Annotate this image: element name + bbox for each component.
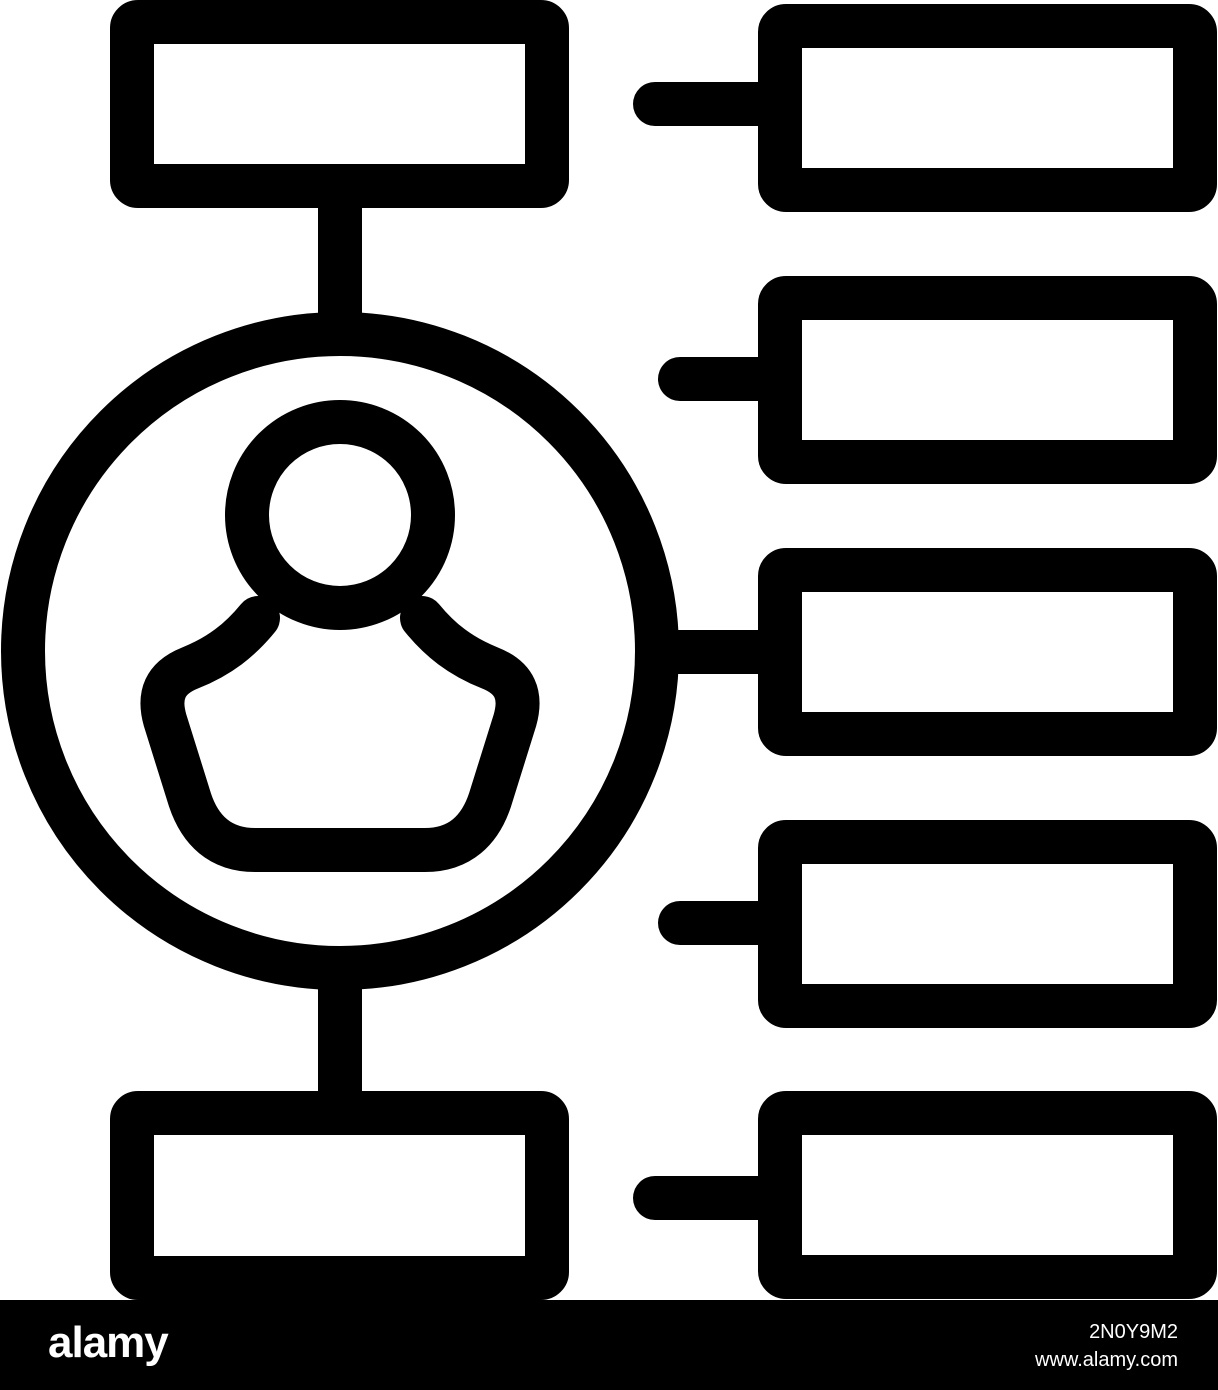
top-left-box <box>110 0 569 208</box>
right-box-5 <box>758 1091 1217 1299</box>
right-box-2 <box>758 276 1217 484</box>
user-profile-flowchart-icon <box>1 0 1217 1300</box>
user-head-icon <box>225 400 455 630</box>
watermark-bar: alamy 2N0Y9M2 www.alamy.com <box>0 1300 1218 1390</box>
brand-logo: alamy <box>48 1318 169 1367</box>
right-box-1 <box>758 4 1217 212</box>
image-id: 2N0Y9M2 <box>1089 1321 1178 1343</box>
right-box-3 <box>758 548 1217 756</box>
bottom-left-box <box>110 1091 569 1300</box>
user-body-icon <box>140 596 540 872</box>
right-box-4 <box>758 820 1217 1028</box>
site-url: www.alamy.com <box>1035 1349 1178 1371</box>
